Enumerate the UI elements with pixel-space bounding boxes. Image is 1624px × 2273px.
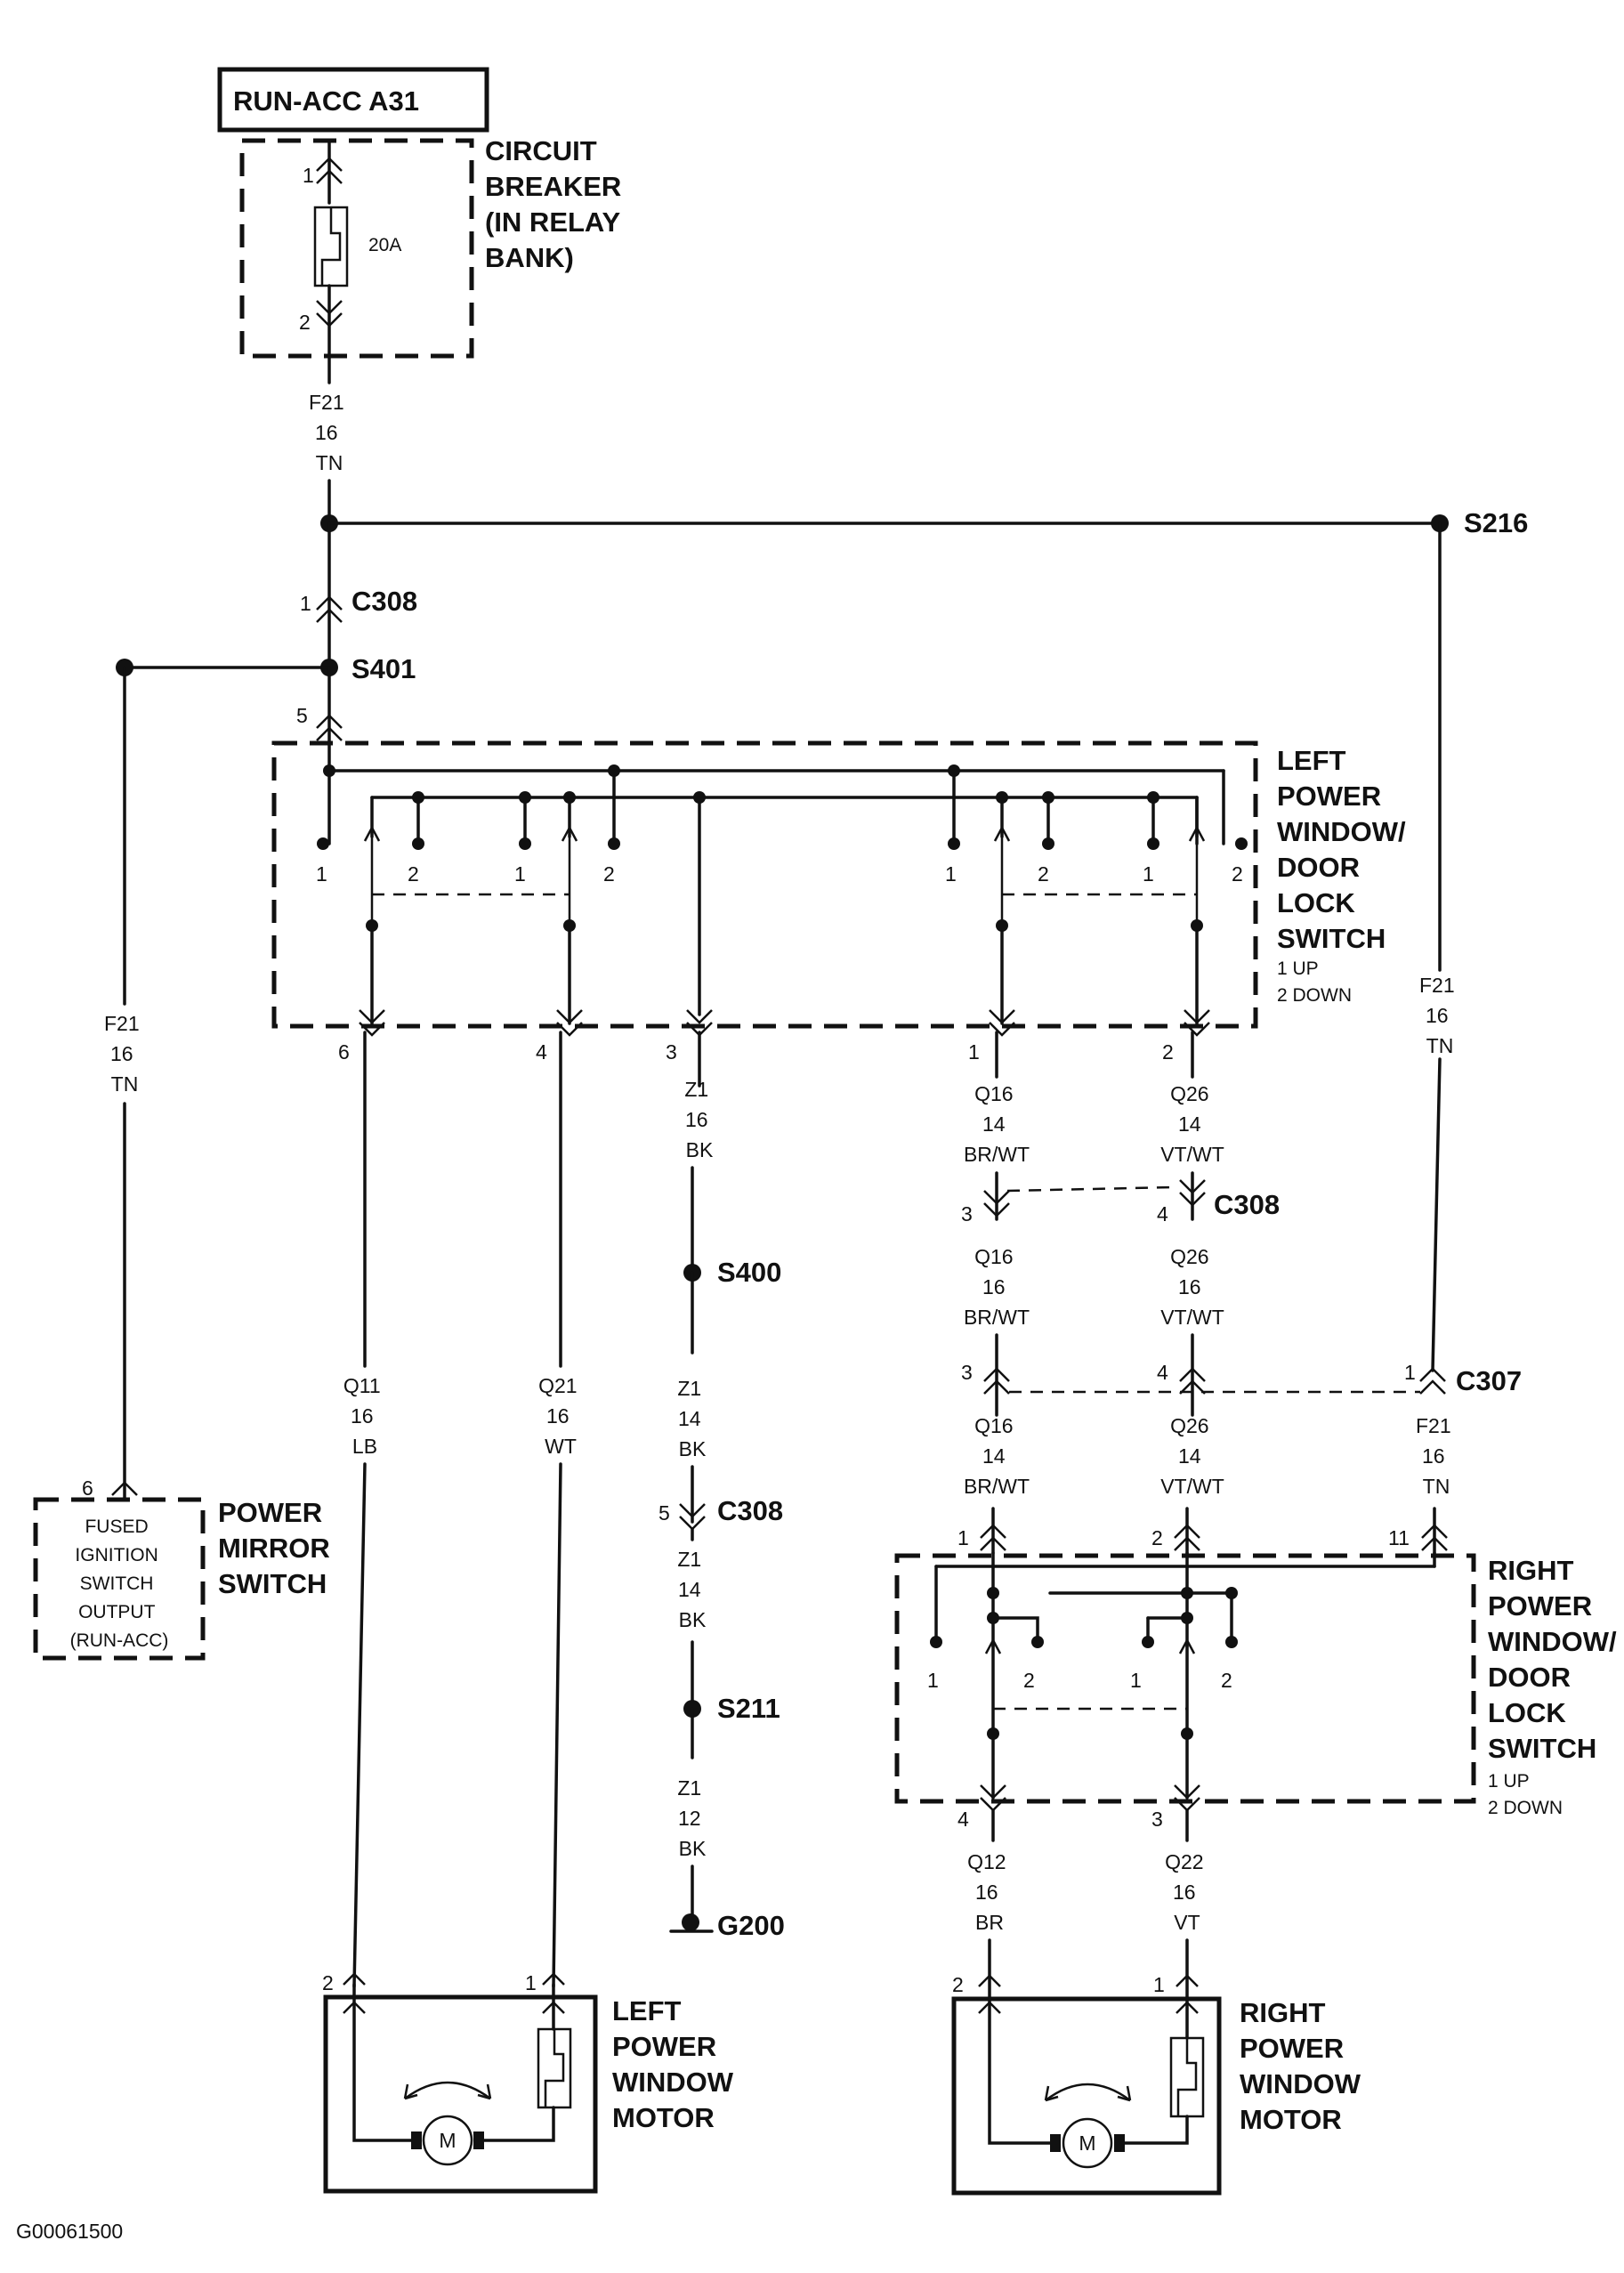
c308c-pin: 5 <box>658 1501 670 1525</box>
splice-s216: S216 <box>1464 507 1528 538</box>
left-motor-title: LEFT POWER WINDOW MOTOR <box>612 1995 741 2133</box>
rm-pin-1: 1 <box>1153 1973 1165 1996</box>
c308a-pin: 1 <box>300 592 311 615</box>
wire-label-f21-rlow: F21 16 TN <box>1416 1414 1457 1498</box>
cb-pin-2: 2 <box>299 311 311 334</box>
rs-pin-3: 3 <box>1151 1808 1163 1831</box>
mirror-switch-box <box>33 1497 206 1661</box>
cb-rating: 20A <box>368 235 401 255</box>
rs-contact-1: 1 <box>927 1669 939 1692</box>
ls-pin-1: 1 <box>968 1040 980 1064</box>
right-switch-title: RIGHT POWER WINDOW/ DOOR LOCK SWITCH <box>1488 1555 1624 1764</box>
ls-contact-4: 2 <box>603 862 615 886</box>
figure-id: G00061500 <box>16 2220 123 2243</box>
wire-label-f21-top: F21 16 TN <box>309 391 350 474</box>
source-box <box>217 67 489 133</box>
connector-c308-a: C308 <box>351 586 417 617</box>
wire-label-q26a: Q26 14 VT/WT <box>1160 1082 1224 1166</box>
mirror-switch-title: POWER MIRROR SWITCH <box>218 1497 337 1599</box>
wire-label-q11: Q11 16 LB <box>343 1374 386 1458</box>
wire-label-q21: Q21 16 WT <box>538 1374 583 1458</box>
c307-pin-1: 1 <box>1404 1361 1416 1384</box>
splice-s401: S401 <box>351 653 416 684</box>
source-label: RUN-ACC A31 <box>233 85 419 117</box>
c307-pin-4: 4 <box>1157 1361 1168 1384</box>
wire-label-z1b: Z1 14 BK <box>677 1377 707 1460</box>
left-switch-box <box>271 740 1258 1029</box>
right-motor-title: RIGHT POWER WINDOW MOTOR <box>1240 1997 1369 2135</box>
mirror-switch-inner: FUSED IGNITION SWITCH OUTPUT (RUN-ACC) <box>70 1517 169 1651</box>
rs-pin-11: 11 <box>1388 1526 1410 1549</box>
mirror-pin: 6 <box>82 1476 93 1500</box>
wire-label-q12: Q12 16 BR <box>967 1850 1012 1934</box>
wire-label-q16b: Q16 16 BR/WT <box>964 1245 1030 1329</box>
rs-contact-3: 1 <box>1130 1669 1142 1692</box>
ground-g200: G200 <box>717 1910 785 1941</box>
ls-pin-3: 3 <box>666 1040 677 1064</box>
ls-pin-6: 6 <box>338 1040 350 1064</box>
wire-label-q16c: Q16 14 BR/WT <box>964 1414 1030 1498</box>
c308b-pin-4: 4 <box>1157 1202 1168 1225</box>
splice-s211: S211 <box>717 1693 780 1724</box>
right-switch-contacts <box>930 1587 1238 1648</box>
rs-pin-1: 1 <box>957 1526 969 1549</box>
ls-contact-1: 1 <box>316 862 327 886</box>
wire-label-q26b: Q26 16 VT/WT <box>1160 1245 1224 1329</box>
left-switch-contacts <box>317 764 1248 850</box>
ls-contact-2: 2 <box>408 862 419 886</box>
ls-pin-2: 2 <box>1162 1040 1174 1064</box>
rs-contact-4: 2 <box>1221 1669 1232 1692</box>
wire-label-f21-left: F21 16 TN <box>104 1012 145 1096</box>
left-switch-legend: 1 UP 2 DOWN <box>1277 959 1352 1006</box>
rs-pin-2: 2 <box>1151 1526 1163 1549</box>
wire-label-z1d: Z1 12 BK <box>677 1776 707 1860</box>
rm-pin-2: 2 <box>952 1973 964 1996</box>
wire-label-q22: Q22 16 VT <box>1165 1850 1209 1934</box>
right-switch-box <box>894 1553 1476 1804</box>
c308b-pin-3: 3 <box>961 1202 973 1225</box>
lm-pin-2: 2 <box>322 1971 334 1994</box>
ls-contact-8: 2 <box>1232 862 1243 886</box>
right-motor-box <box>951 1996 1222 2196</box>
wire-label-z1a: Z1 16 BK <box>684 1078 714 1161</box>
rs-contact-2: 2 <box>1023 1669 1035 1692</box>
wire-label-f21-right: F21 16 TN <box>1419 974 1460 1057</box>
ls-contact-5: 1 <box>945 862 957 886</box>
left-switch-title: LEFT POWER WINDOW/ DOOR LOCK SWITCH <box>1277 745 1413 954</box>
cb-pin-1: 1 <box>303 164 314 187</box>
connector-c308-b: C308 <box>1214 1189 1280 1220</box>
right-motor-symbol: M <box>1079 2131 1095 2155</box>
rs-pin-4: 4 <box>957 1808 969 1831</box>
ls-contact-3: 1 <box>514 862 526 886</box>
wire-label-z1c: Z1 14 BK <box>677 1548 707 1631</box>
right-switch-legend: 1 UP 2 DOWN <box>1488 1771 1563 1818</box>
circuit-breaker-title: CIRCUIT BREAKER (IN RELAY BANK) <box>485 135 629 273</box>
ls-contact-7: 1 <box>1143 862 1154 886</box>
ls-pin-5: 5 <box>296 704 308 727</box>
splice-s400: S400 <box>717 1257 781 1288</box>
lm-pin-1: 1 <box>525 1971 537 1994</box>
wire-label-q16a: Q16 14 BR/WT <box>964 1082 1030 1166</box>
ground-icon <box>682 1913 699 1931</box>
connector-c308-c: C308 <box>717 1495 783 1526</box>
connector-c307: C307 <box>1456 1365 1522 1396</box>
left-motor-symbol: M <box>439 2129 456 2152</box>
left-switch-output-dots <box>366 919 1203 932</box>
ls-pin-4: 4 <box>536 1040 547 1064</box>
left-motor-box <box>323 1994 598 2194</box>
wire-label-q26c: Q26 14 VT/WT <box>1160 1414 1224 1498</box>
right-motor-icon <box>1062 2117 1113 2169</box>
ls-contact-6: 2 <box>1038 862 1049 886</box>
c307-pin-3: 3 <box>961 1361 973 1384</box>
left-motor-icon <box>422 2115 473 2166</box>
circuit-breaker-box <box>239 138 474 359</box>
left-switch-output-connectors <box>359 1009 1210 1037</box>
